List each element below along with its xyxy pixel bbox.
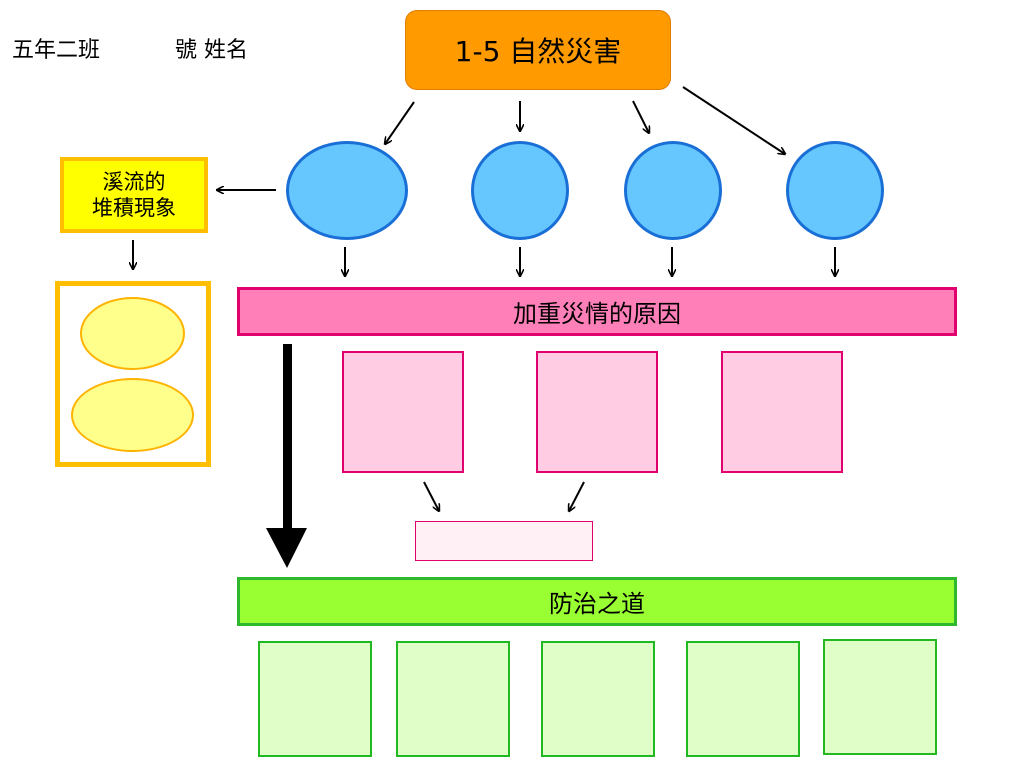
arrow-cause-2-to-summary: [569, 481, 585, 511]
title-text: 1-5 自然災害: [454, 35, 622, 68]
number-name-label: 號 姓名: [175, 38, 248, 63]
stream-deposition-label: 溪流的 堆積現象: [60, 157, 208, 233]
prevention-box-4: [686, 641, 800, 757]
disaster-circle-2: [471, 141, 569, 240]
arrow-cause-1-to-summary: [423, 481, 439, 511]
causes-bar: 加重災情的原因: [237, 287, 957, 336]
prevention-bar: 防治之道: [237, 577, 957, 626]
title-node: 1-5 自然災害: [405, 10, 671, 90]
disaster-circle-4: [786, 141, 884, 240]
cause-box-3: [721, 351, 843, 473]
stream-deposition-line2: 堆積現象: [92, 196, 176, 220]
causes-bar-label: 加重災情的原因: [513, 300, 681, 328]
arrow-title-to-circle-1: [385, 101, 415, 144]
arrow-title-to-circle-4: [682, 86, 785, 154]
prevention-bar-label: 防治之道: [549, 590, 645, 618]
deposition-ellipse-1: [80, 297, 185, 370]
prevention-box-5: [823, 639, 937, 755]
prevention-box-1: [258, 641, 372, 757]
cause-box-2: [536, 351, 658, 473]
disaster-circle-1: [286, 141, 408, 240]
class-label: 五年二班: [12, 38, 101, 63]
prevention-box-2: [396, 641, 510, 757]
arrow-title-to-circle-3: [632, 100, 649, 133]
big-arrow-shaft: [283, 344, 292, 530]
deposition-ellipse-2: [71, 378, 194, 452]
disaster-circle-3: [624, 141, 722, 240]
prevention-box-3: [541, 641, 655, 757]
big-arrow-head: [266, 528, 307, 568]
cause-summary-box: [415, 521, 593, 561]
cause-box-1: [342, 351, 464, 473]
stream-deposition-line1: 溪流的: [102, 170, 166, 194]
